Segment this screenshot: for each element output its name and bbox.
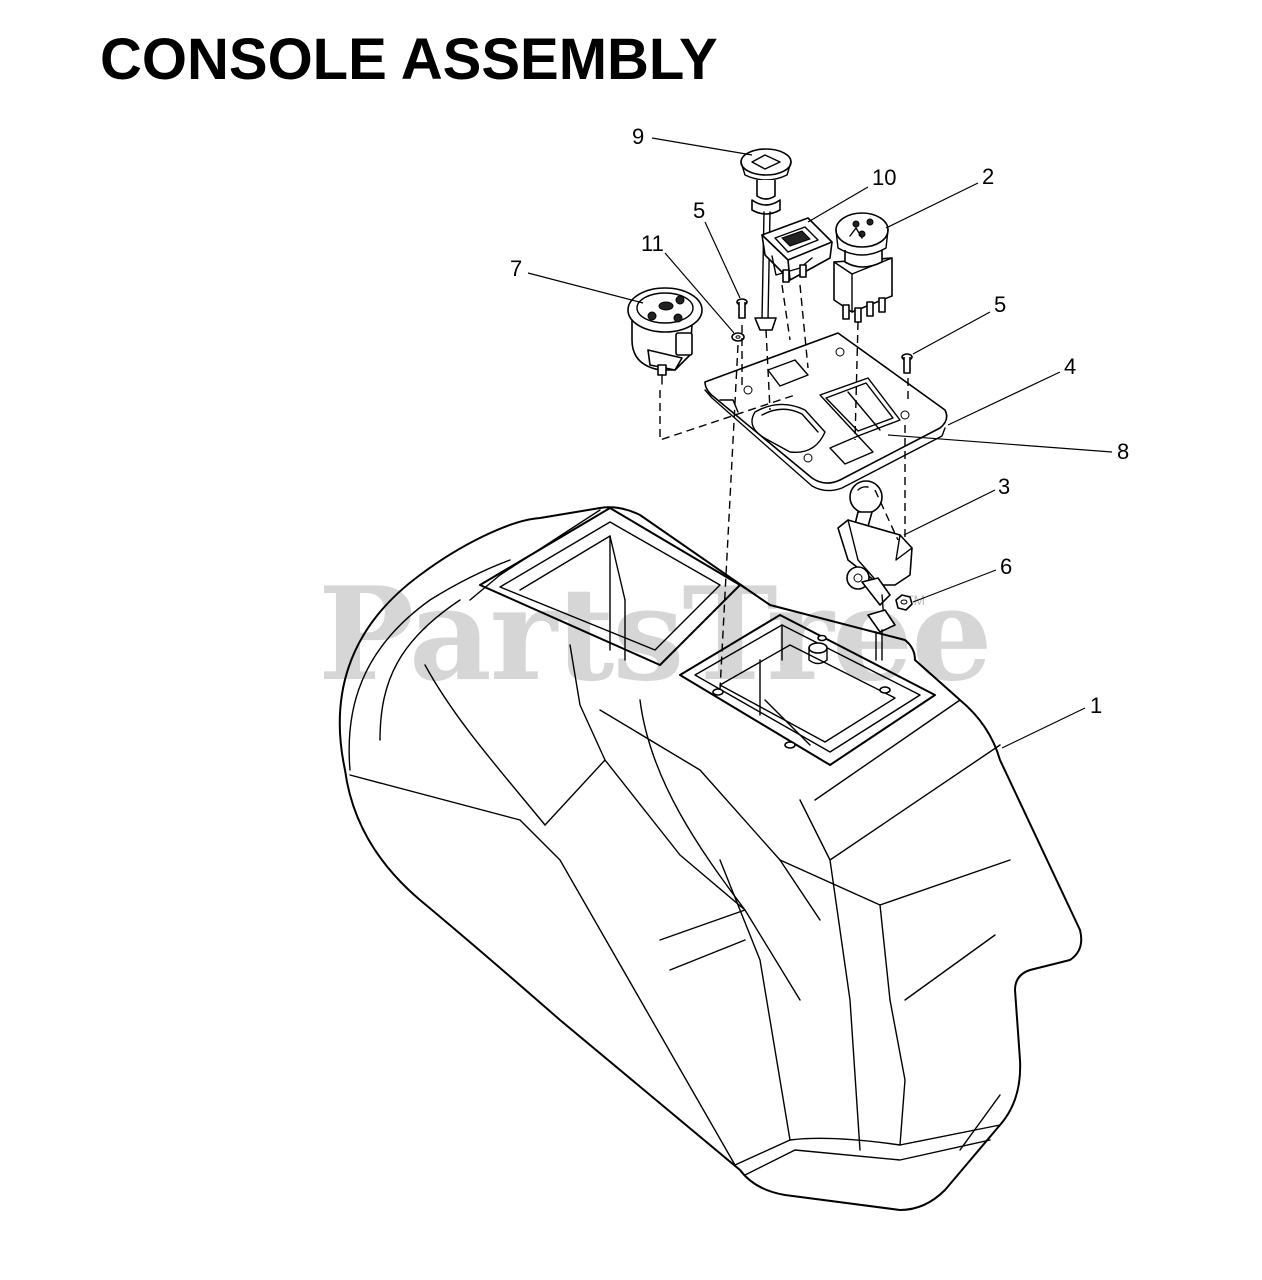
callout-2: 2 <box>982 164 994 189</box>
callout-5-left: 5 <box>693 198 705 223</box>
callout-4: 4 <box>1064 354 1076 379</box>
pto-switch <box>833 212 893 323</box>
callout-6: 6 <box>1000 554 1012 579</box>
washer <box>731 332 745 342</box>
screw-left <box>736 298 748 319</box>
callout-8: 8 <box>1117 439 1129 464</box>
callout-5-right: 5 <box>994 292 1006 317</box>
callout-9: 9 <box>632 124 644 149</box>
callout-3: 3 <box>998 474 1010 499</box>
page-title: CONSOLE ASSEMBLY <box>100 27 718 92</box>
callout-7: 7 <box>510 256 522 281</box>
callout-10: 10 <box>872 165 896 190</box>
callout-labels: 1 2 3 4 5 5 6 7 8 9 10 11 <box>510 124 1129 718</box>
mounting-plate <box>704 332 948 492</box>
assembly-lines <box>659 284 909 691</box>
screw-right <box>901 353 913 374</box>
rocker-switch <box>761 217 833 283</box>
ignition-switch <box>627 287 703 385</box>
callout-1: 1 <box>1090 693 1102 718</box>
console-body <box>338 506 1083 1211</box>
hex-nut <box>895 594 913 611</box>
choke-knob <box>740 148 792 331</box>
callout-11: 11 <box>641 231 664 256</box>
throttle-control <box>837 480 913 661</box>
leader-lines <box>527 137 1113 749</box>
